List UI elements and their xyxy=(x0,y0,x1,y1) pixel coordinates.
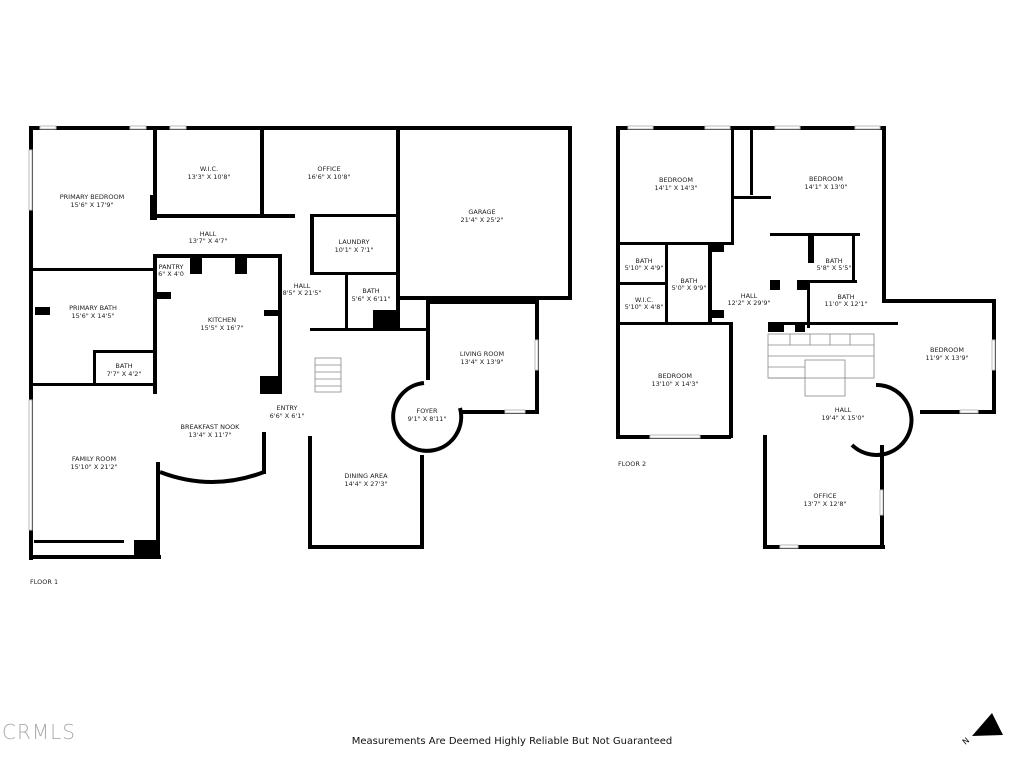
crmls-logo: CRMLS xyxy=(2,720,76,744)
room-dims: 13'3" X 10'8" xyxy=(188,173,231,181)
room-name: LAUNDRY xyxy=(339,238,370,246)
room-dims: 15'5" X 16'7" xyxy=(201,324,244,332)
room-name: FAMILY ROOM xyxy=(72,455,116,463)
room-name: PANTRY xyxy=(159,263,184,271)
floor2-stairs xyxy=(767,333,875,397)
room-dims: 9'1" X 8'11" xyxy=(408,415,447,423)
room-dims: 13'4" X 11'7" xyxy=(189,431,232,439)
room-name: W.I.C. xyxy=(200,165,218,173)
room-dims: 19'4" X 15'0" xyxy=(822,414,865,422)
room-name: PRIMARY BATH xyxy=(69,304,117,312)
room-name: BEDROOM xyxy=(809,175,843,183)
room-dims: 5'10" X 4'8" xyxy=(625,303,664,311)
room-name: BATH xyxy=(635,257,652,265)
floor1-label: FLOOR 1 xyxy=(30,578,58,586)
room-name: HALL xyxy=(741,292,758,300)
room-dims: 15'10" X 21'2" xyxy=(70,463,117,471)
room-dims: 11'9" X 13'9" xyxy=(926,354,969,362)
room-name: HALL xyxy=(200,230,217,238)
floor1-walls xyxy=(28,125,572,560)
room-name: BATH xyxy=(680,277,697,285)
room-dims: 5'6" X 6'11" xyxy=(352,295,391,303)
room-name: PRIMARY BEDROOM xyxy=(60,193,124,201)
room-dims: 12'2" X 29'9" xyxy=(728,299,771,307)
room-dims: 5'10" X 4'9" xyxy=(625,264,664,272)
room-dims: 14'4" X 27'3" xyxy=(345,480,388,488)
room-name: HALL xyxy=(294,282,311,290)
room-name: BATH xyxy=(115,362,132,370)
north-arrow-icon: N xyxy=(961,713,1003,747)
room-dims: 21'4" X 25'2" xyxy=(461,216,504,224)
room-name: OFFICE xyxy=(317,165,340,173)
floor2-label: FLOOR 2 xyxy=(618,460,646,468)
room-dims: 13'7" X 12'8" xyxy=(804,500,847,508)
room-name: HALL xyxy=(835,406,852,414)
room-dims: 16'6" X 10'8" xyxy=(308,173,351,181)
room-name: KITCHEN xyxy=(208,316,236,324)
room-dims: 5'0" X 9'9" xyxy=(672,284,707,292)
room-dims: 10'1" X 7'1" xyxy=(335,246,374,254)
room-name: BEDROOM xyxy=(930,346,964,354)
room-name: BEDROOM xyxy=(658,372,692,380)
room-name: GARAGE xyxy=(468,208,495,216)
room-name: BEDROOM xyxy=(659,176,693,184)
room-dims: 6" X 4'0 xyxy=(158,270,184,278)
room-name: ENTRY xyxy=(276,404,297,412)
room-name: BREAKFAST NOOK xyxy=(181,423,241,431)
room-dims: 14'1" X 13'0" xyxy=(805,183,848,191)
room-dims: 5'8" X 5'5" xyxy=(817,264,852,272)
floor1-stairs xyxy=(314,357,342,393)
floor1-labels: PRIMARY BEDROOM 15'6" X 17'9" W.I.C. 13'… xyxy=(30,165,504,586)
room-dims: 13'10" X 14'3" xyxy=(651,380,698,388)
room-dims: 13'4" X 13'9" xyxy=(461,358,504,366)
room-name: DINING AREA xyxy=(344,472,388,480)
room-name: FOYER xyxy=(416,407,438,415)
floor2-walls xyxy=(616,125,996,549)
room-name: BATH xyxy=(362,287,379,295)
room-dims: 15'6" X 17'9" xyxy=(71,201,114,209)
room-dims: 13'7" X 4'7" xyxy=(189,237,228,245)
room-dims: 6'6" X 6'1" xyxy=(270,412,305,420)
room-dims: 14'1" X 14'3" xyxy=(655,184,698,192)
room-name: LIVING ROOM xyxy=(460,350,504,358)
room-name: OFFICE xyxy=(813,492,836,500)
room-dims: 8'5" X 21'5" xyxy=(283,289,322,297)
room-name: W.I.C. xyxy=(635,296,653,304)
room-name: BATH xyxy=(825,257,842,265)
room-dims: 15'6" X 14'5" xyxy=(72,312,115,320)
room-name: BATH xyxy=(837,293,854,301)
room-dims: 7'7" X 4'2" xyxy=(107,370,142,378)
disclaimer-text: Measurements Are Deemed Highly Reliable … xyxy=(351,736,673,747)
compass-label: N xyxy=(961,736,971,747)
floor2-labels: BEDROOM 14'1" X 14'3" BEDROOM 14'1" X 13… xyxy=(618,175,968,508)
room-dims: 11'0" X 12'1" xyxy=(825,300,868,308)
